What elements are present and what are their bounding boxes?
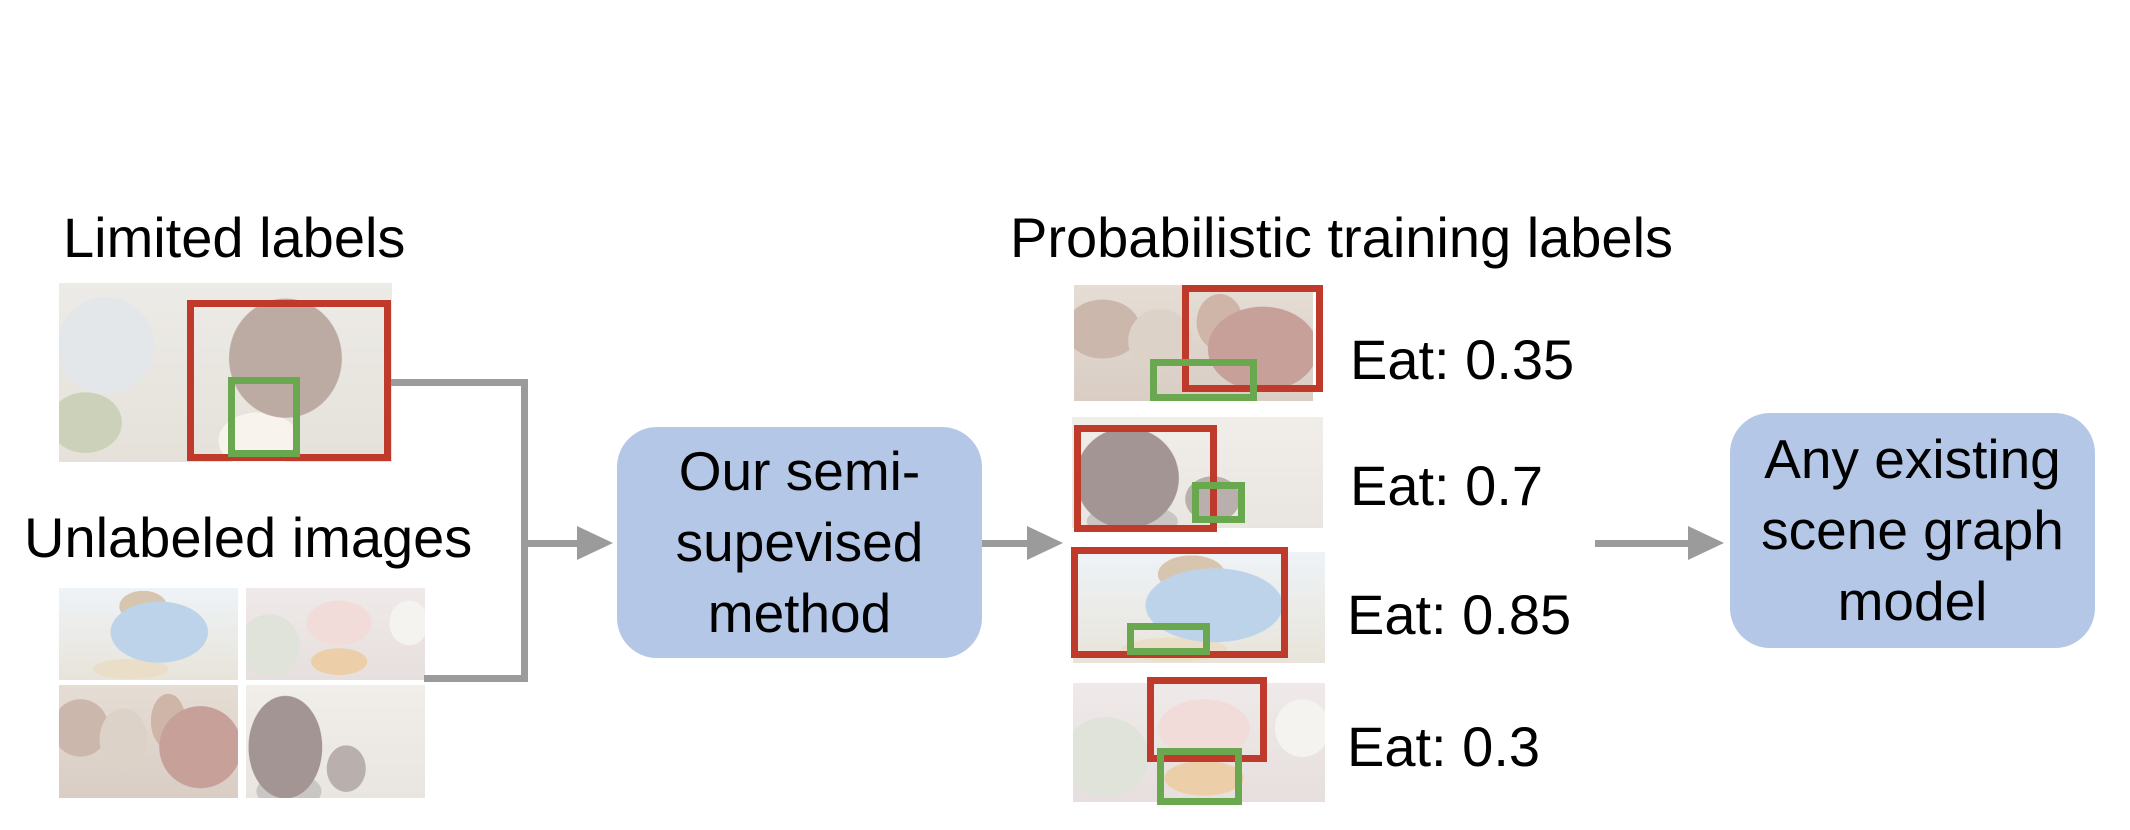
food-bbox — [1157, 748, 1242, 805]
unlabeled-photo-boy — [59, 588, 238, 680]
limited-labels-heading: Limited labels — [63, 206, 406, 269]
unlabeled-photo-man — [59, 685, 238, 798]
person-bbox — [1147, 677, 1267, 762]
connector-merge-line — [521, 379, 528, 682]
unlabeled-photo-baby — [246, 588, 425, 680]
food-bbox — [228, 377, 300, 457]
unlabeled-images-heading: Unlabeled images — [24, 506, 473, 569]
connector-unlabeled-line — [424, 675, 528, 682]
eat-probability-label: Eat: 0.7 — [1350, 454, 1544, 517]
model-box: Any existing scene graph model — [1730, 413, 2095, 648]
arrow-labels-to-model-line — [1595, 540, 1689, 547]
food-bbox — [1192, 482, 1245, 523]
eat-probability-label: Eat: 0.3 — [1347, 715, 1541, 778]
connector-limited-line — [391, 379, 528, 386]
limited-labels-photo — [59, 283, 392, 462]
prob-photo-boy — [1071, 547, 1325, 663]
method-box: Our semi- supevised method — [617, 427, 982, 658]
arrow-labels-to-model-head-icon — [1688, 526, 1724, 560]
food-bbox — [1150, 359, 1257, 401]
arrow-into-method-line — [521, 540, 579, 547]
eat-probability-label: Eat: 0.85 — [1347, 583, 1572, 646]
eat-probability-label: Eat: 0.35 — [1350, 328, 1575, 391]
food-bbox — [1127, 623, 1210, 655]
arrow-method-to-labels-head-icon — [1027, 526, 1063, 560]
prob-photo-woman — [1072, 417, 1323, 532]
prob-photo-man — [1074, 285, 1323, 401]
prob-photo-baby — [1073, 677, 1325, 805]
arrow-method-to-labels-line — [982, 540, 1028, 547]
arrow-into-method-head-icon — [577, 526, 613, 560]
person-bbox — [1074, 425, 1217, 532]
person-bbox — [187, 300, 391, 461]
unlabeled-photo-woman — [246, 685, 425, 798]
prob-labels-heading: Probabilistic training labels — [1010, 206, 1674, 269]
